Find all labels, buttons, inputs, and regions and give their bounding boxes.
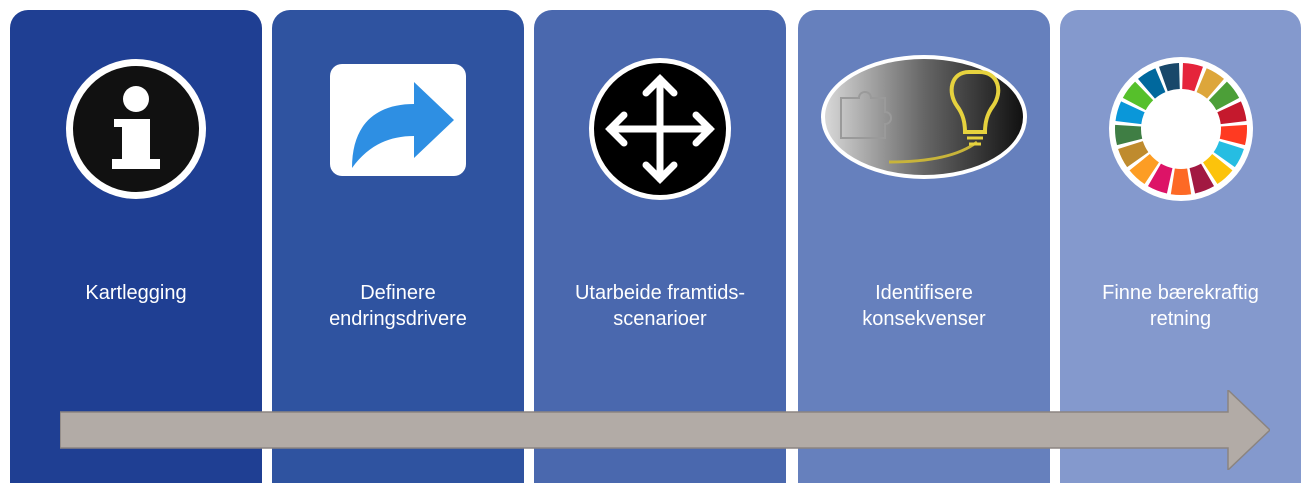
- sdg-segment: [1137, 68, 1165, 99]
- sdg-segment: [1170, 168, 1191, 195]
- sdg-segment: [1181, 63, 1203, 92]
- step-panel-kartlegging: Kartlegging: [10, 10, 262, 483]
- move-arrows-icon: [589, 58, 731, 200]
- sdg-segment: [1196, 68, 1224, 99]
- puzzle-lightbulb-icon: [821, 55, 1027, 179]
- sdg-segment: [1147, 163, 1172, 194]
- sdg-segment: [1189, 163, 1214, 194]
- sdg-wheel-icon: [1108, 57, 1253, 201]
- sdg-segment: [1117, 141, 1148, 168]
- step-panel-identifisere: Identifisere konsekvenser: [798, 10, 1050, 483]
- share-arrow-icon: [330, 64, 466, 176]
- info-icon: [66, 59, 206, 199]
- step-label: Definere endringsdrivere: [329, 282, 467, 330]
- sdg-segment: [1202, 154, 1232, 185]
- sdg-segment: [1122, 81, 1153, 111]
- step-label: Finne bærekraftig retning: [1102, 282, 1259, 330]
- sdg-segment: [1208, 81, 1239, 111]
- sdg-segment: [1114, 124, 1142, 146]
- step-panel-definere: Definere endringsdrivere: [272, 10, 524, 483]
- step-label: Identifisere konsekvenser: [862, 282, 986, 330]
- sdg-segment: [1158, 63, 1180, 92]
- sdg-segment: [1216, 101, 1247, 125]
- sdg-segment: [1114, 101, 1145, 125]
- step-label: Kartlegging: [85, 282, 187, 304]
- sdg-segment: [1213, 141, 1244, 168]
- step-panel-utarbeide: Utarbeide framtids- scenarioer: [534, 10, 786, 483]
- sdg-segment: [1219, 124, 1247, 146]
- step-panel-finne: Finne bærekraftig retning: [1060, 10, 1301, 483]
- step-label: Utarbeide framtids- scenarioer: [574, 282, 746, 330]
- process-arrow: [60, 390, 1270, 470]
- sdg-segment: [1129, 154, 1159, 185]
